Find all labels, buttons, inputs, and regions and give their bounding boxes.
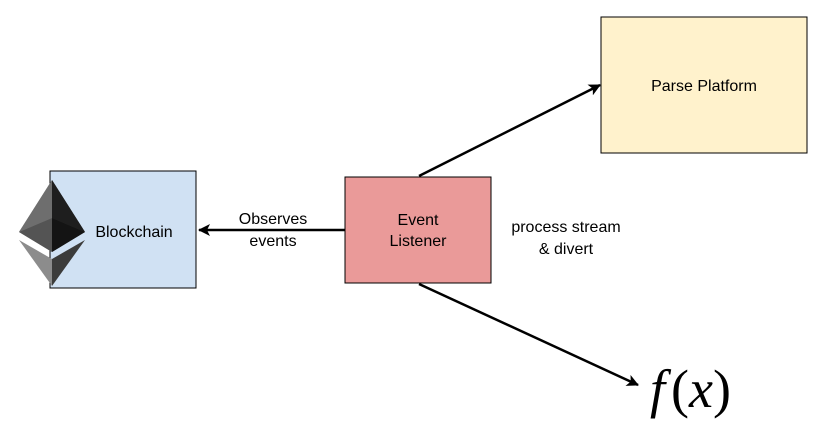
function-open-paren: ( [671,359,689,419]
edge-listener-to-parse [418,83,601,178]
observes-label-line1: Observes [239,211,307,228]
event-listener-label-line1: Event [398,212,439,229]
observes-label-line2: events [249,233,296,250]
event-listener-label-line2: Listener [390,233,448,250]
parse-platform-node: Parse Platform [600,16,808,154]
function-fx-label: f(x) [650,359,731,419]
parse-platform-label: Parse Platform [651,78,757,95]
function-f: f [650,359,672,419]
event-listener-node: Event Listener [344,176,492,284]
blockchain-label: Blockchain [95,224,172,241]
event-listener-box [344,176,492,284]
process-label-line1: process stream [511,219,620,236]
function-x: x [688,359,713,419]
observes-events-label: Observes events [239,211,307,250]
function-close-paren: ) [713,359,731,419]
parse-platform-box [600,16,808,154]
process-label-line2: & divert [539,241,594,258]
edge-listener-to-function [418,282,639,387]
ethereum-logo-icon [19,180,85,286]
process-stream-label: process stream & divert [511,219,620,258]
